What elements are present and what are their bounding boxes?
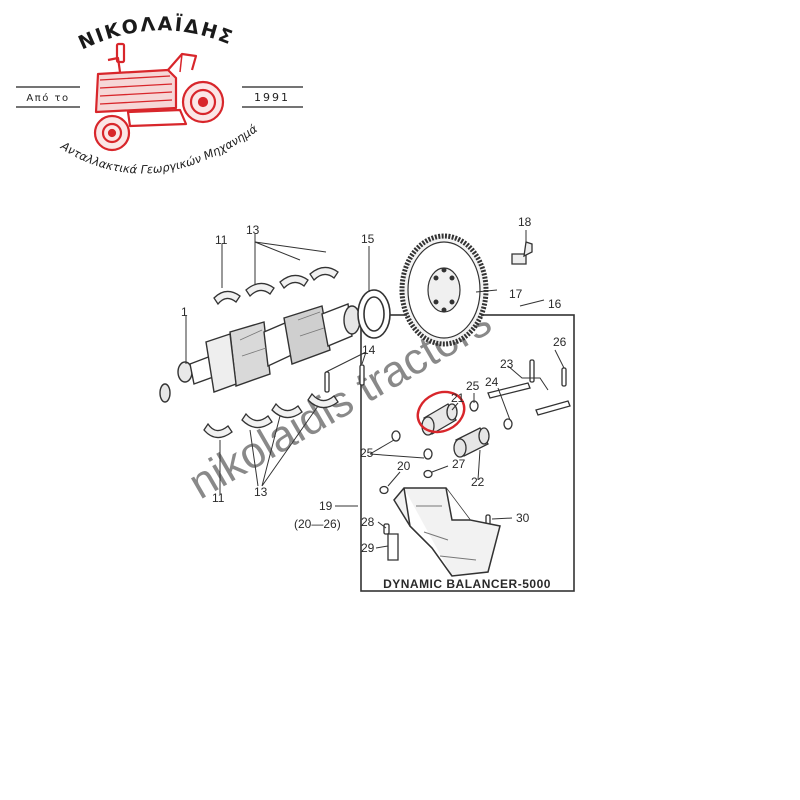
callout-14: 14 <box>362 343 376 357</box>
since-year: 1991 <box>254 91 290 104</box>
callout-29: 29 <box>361 541 375 555</box>
balance-weight-22 <box>453 427 490 458</box>
crankshaft <box>159 303 361 403</box>
callouts: 1 11 11 13 13 14 15 16 17 18 19 (20—26) … <box>181 215 567 555</box>
callout-1: 1 <box>181 305 188 319</box>
callout-17: 17 <box>509 287 523 301</box>
thrust-washers <box>391 400 513 460</box>
callout-26: 26 <box>553 335 567 349</box>
callout-27: 27 <box>452 457 466 471</box>
balancer-panel-title: DYNAMIC BALANCER-5000 <box>383 577 551 591</box>
company-logo: ΝΙΚΟΛΑΪΔΗΣ Από το 1991 Ανταλλακτικά Γεωρ… <box>0 0 303 177</box>
upper-bearing-shells <box>213 266 339 306</box>
callout-16: 16 <box>548 297 562 311</box>
since-label: Από το <box>26 92 69 104</box>
callout-15: 15 <box>361 232 375 246</box>
callout-22: 22 <box>471 475 485 489</box>
callout-20: 20 <box>397 459 411 473</box>
callout-19: 19 <box>319 499 333 513</box>
group-label: (20—26) <box>294 517 341 531</box>
flywheel <box>399 233 489 347</box>
callout-30: 30 <box>516 511 530 525</box>
callout-11: 11 <box>212 491 225 505</box>
callout-24: 24 <box>485 375 499 389</box>
callout-28: 28 <box>361 515 375 529</box>
rear-oil-seal <box>357 289 391 339</box>
leader-lines <box>185 230 565 549</box>
callout-21: 21 <box>451 391 465 405</box>
callout-25: 25 <box>466 379 480 393</box>
balancer-housing <box>393 487 501 577</box>
callout-13: 13 <box>246 223 260 237</box>
highlight-ring <box>416 390 466 434</box>
callout-11: 11 <box>215 233 228 247</box>
balancer-shafts <box>487 359 571 416</box>
small-hardware <box>379 469 491 561</box>
callout-25: 25 <box>360 446 374 460</box>
callout-23: 23 <box>500 357 514 371</box>
tractor-icon <box>93 42 225 152</box>
callout-13: 13 <box>254 485 268 499</box>
callout-18: 18 <box>518 215 532 229</box>
flywheel-bolt <box>511 234 533 265</box>
